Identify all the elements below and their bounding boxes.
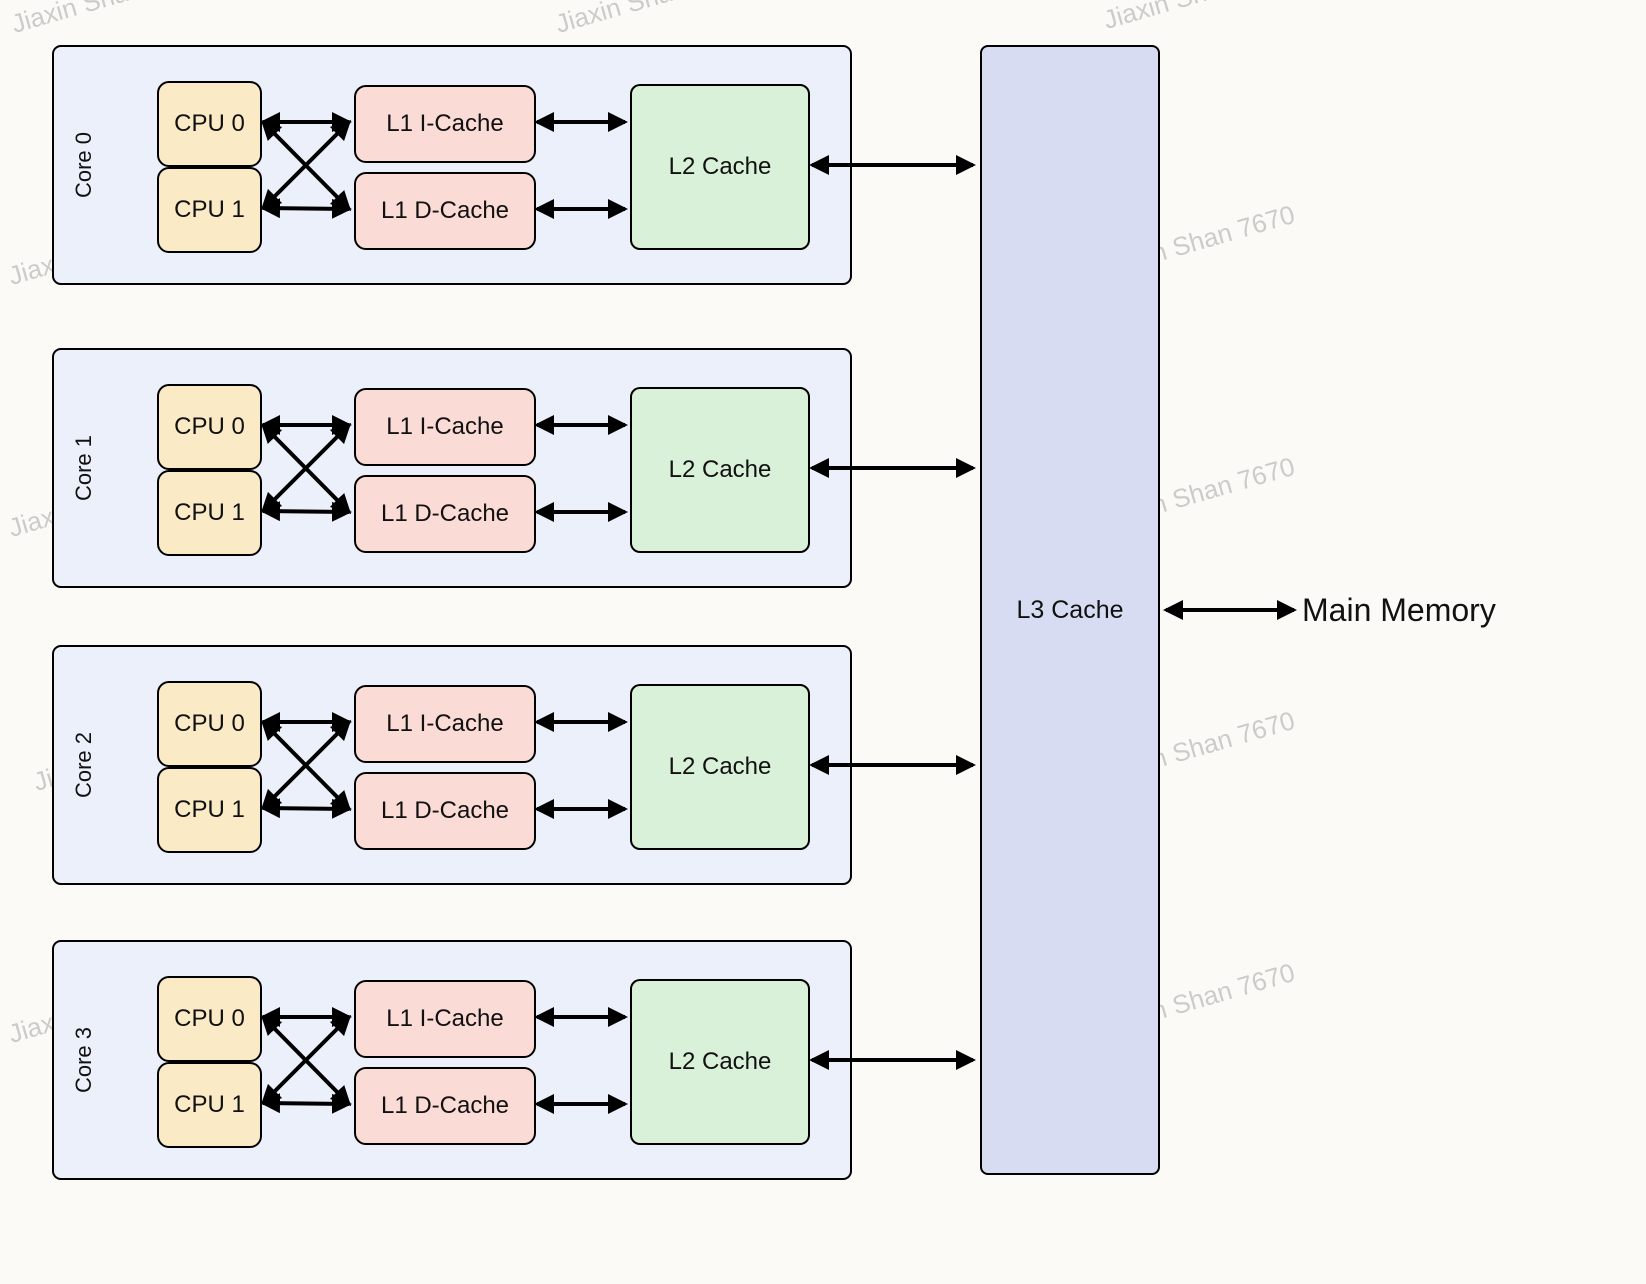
core-1-cpu-0-box: CPU 0 [157, 384, 262, 470]
main-memory-text: Main Memory [1302, 591, 1496, 628]
core-0-block: Core 0 CPU 0 CPU 1 L1 I-Cache L1 D-Cache… [52, 45, 852, 285]
l3-cache-label: L3 Cache [1016, 595, 1124, 624]
core-1-label: Core 1 [71, 434, 96, 502]
core-3-l1-icache-box: L1 I-Cache [354, 980, 536, 1058]
core-1-block: Core 1 CPU 0 CPU 1 L1 I-Cache L1 D-Cache… [52, 348, 852, 588]
core-3-l1-dcache-box: L1 D-Cache [354, 1067, 536, 1145]
core-3-block: Core 3 CPU 0 CPU 1 L1 I-Cache L1 D-Cache… [52, 940, 852, 1180]
core-1-l1-dcache-box: L1 D-Cache [354, 475, 536, 553]
core-3-cpu-1-box: CPU 1 [157, 1062, 262, 1148]
core-3-cpu-0-box: CPU 0 [157, 976, 262, 1062]
core-2-label: Core 2 [71, 731, 96, 799]
core-2-block: Core 2 CPU 0 CPU 1 L1 I-Cache L1 D-Cache… [52, 645, 852, 885]
l3-cache-box: L3 Cache [980, 45, 1160, 1175]
core-2-cpu-1-box: CPU 1 [157, 767, 262, 853]
core-3-l2-cache-box: L2 Cache [630, 979, 810, 1145]
core-2-l2-cache-box: L2 Cache [630, 684, 810, 850]
core-2-l1-icache-box: L1 I-Cache [354, 685, 536, 763]
core-1-l2-cache-box: L2 Cache [630, 387, 810, 553]
core-1-l1-icache-box: L1 I-Cache [354, 388, 536, 466]
core-3-label: Core 3 [71, 1026, 96, 1094]
core-2-cpu-0-box: CPU 0 [157, 681, 262, 767]
core-1-cpu-1-box: CPU 1 [157, 470, 262, 556]
core-0-l1-icache-box: L1 I-Cache [354, 85, 536, 163]
watermark-text: Jiaxin Shan 7670 [8, 0, 208, 40]
core-0-cpu-1-box: CPU 1 [157, 167, 262, 253]
core-0-label: Core 0 [71, 131, 96, 199]
main-memory-label: Main Memory [1302, 588, 1496, 632]
core-2-l1-dcache-box: L1 D-Cache [354, 772, 536, 850]
watermark-text: Jiaxin Shan 7670 [552, 0, 752, 40]
core-0-l2-cache-box: L2 Cache [630, 84, 810, 250]
core-0-cpu-0-box: CPU 0 [157, 81, 262, 167]
watermark-text: Jiaxin Shan 7670 [1100, 0, 1300, 36]
core-0-l1-dcache-box: L1 D-Cache [354, 172, 536, 250]
